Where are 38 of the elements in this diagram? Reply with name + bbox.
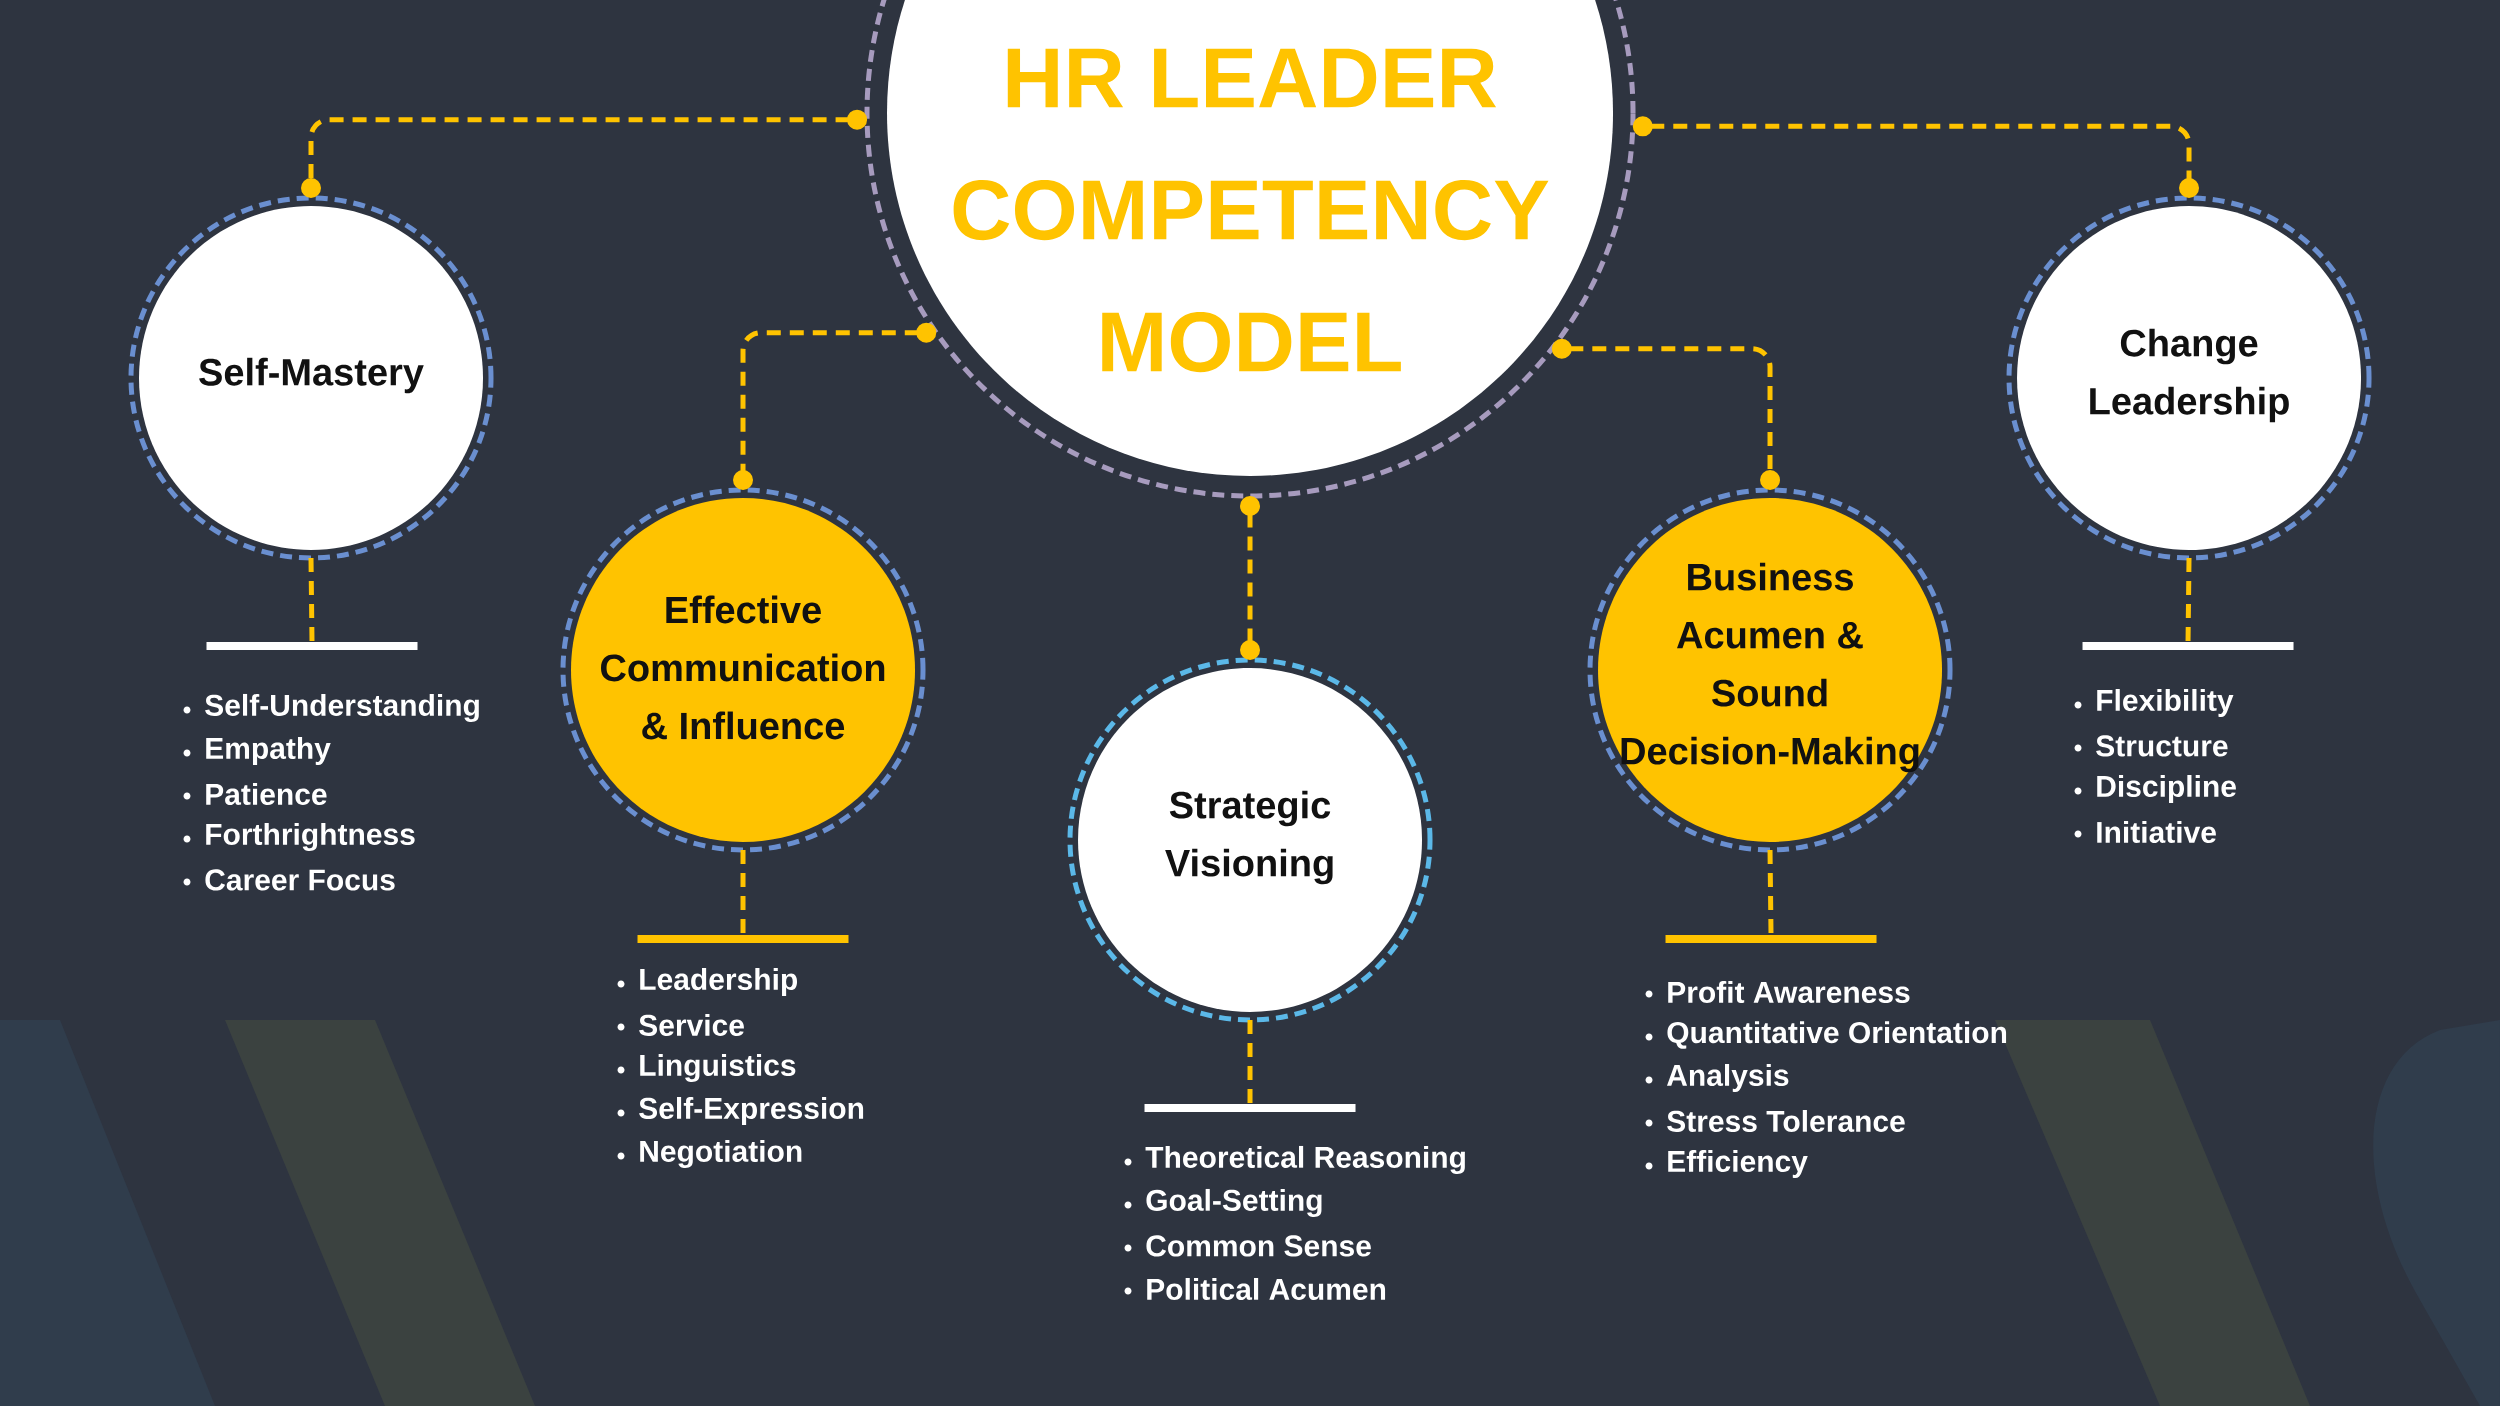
list-item: Efficiency	[1645, 1150, 1808, 1178]
list-item: Patience	[183, 783, 327, 805]
list-item: Flexibility	[2074, 689, 2234, 717]
underline-bar	[637, 935, 849, 943]
connector	[1247, 1020, 1253, 1104]
underline-bar	[2082, 642, 2294, 650]
list-item: Quantitative Orientation	[1645, 1021, 2007, 1049]
list-item: Empathy	[183, 737, 331, 765]
list-item: Analysis	[1645, 1064, 1789, 1092]
list-item: Career Focus	[183, 869, 395, 891]
connector	[1240, 496, 1260, 660]
connector	[1767, 849, 1774, 936]
list-item: Goal-Setting	[1124, 1188, 1322, 1218]
list-item: Discipline	[2074, 775, 2236, 803]
list-item: Service	[617, 1014, 744, 1036]
list-item: Self-Expression	[617, 1097, 864, 1125]
list-item: Self-Understanding	[183, 693, 479, 723]
underline-bar	[1144, 1104, 1356, 1112]
connector	[308, 557, 315, 643]
connector	[1551, 338, 1780, 490]
connector	[1632, 116, 2199, 198]
connector	[2185, 557, 2192, 642]
underline-bar	[1665, 935, 1877, 943]
list-item: Common Sense	[1124, 1235, 1371, 1257]
list-item: Theoretical Reasoning	[1124, 1145, 1465, 1175]
connector	[733, 322, 937, 490]
underline-bar	[206, 642, 418, 650]
list-item: Political Acumen	[1124, 1278, 1386, 1300]
list-item: Structure	[2074, 735, 2228, 757]
list-item: Linguistics	[617, 1053, 796, 1083]
list-item: Stress Tolerance	[1645, 1110, 1905, 1132]
list-item: Forthrightness	[183, 822, 415, 852]
list-item: Negotiation	[617, 1139, 802, 1169]
list-item: Profit Awareness	[1645, 981, 1910, 1003]
connector	[301, 109, 868, 198]
connector	[740, 850, 746, 935]
list-item: Initiative	[2074, 821, 2216, 843]
list-item: Leadership	[617, 968, 797, 996]
